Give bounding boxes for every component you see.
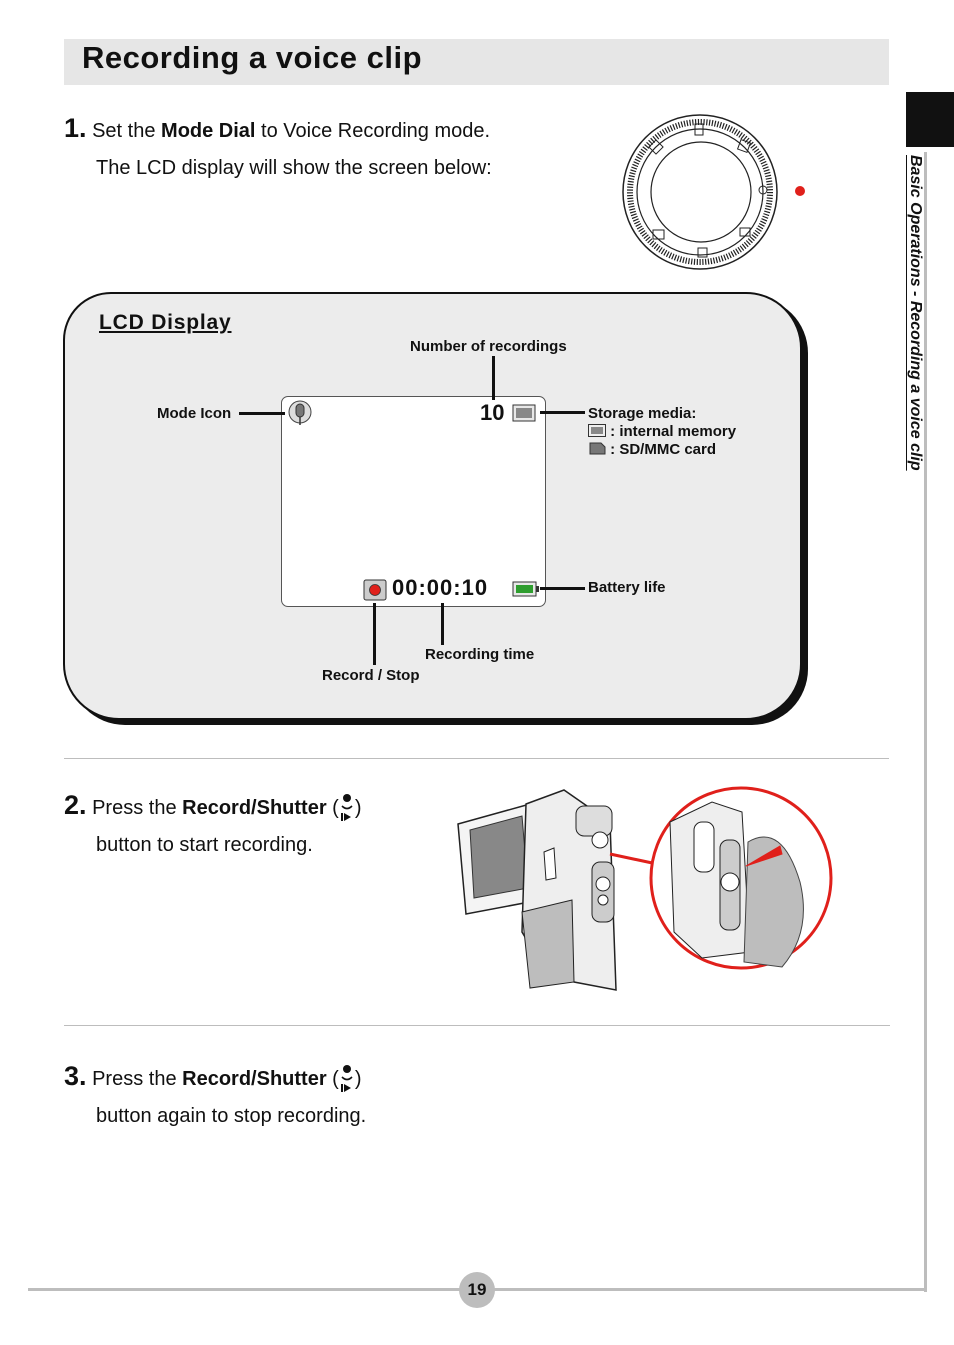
dial-indicator-dot — [795, 186, 805, 196]
step-3-pre: Press the — [92, 1068, 183, 1090]
step-3-number: 3. — [64, 1061, 87, 1091]
battery-icon — [512, 581, 539, 597]
step-2-bold: Record/Shutter — [182, 797, 327, 819]
internal-memory-small-icon — [588, 424, 606, 437]
callout-line-battery — [540, 587, 585, 590]
step-2: 2. Press the Record/Shutter () button to… — [64, 787, 362, 864]
internal-memory-icon — [512, 404, 536, 422]
section-label: Basic Operations - Recording a voice cli… — [907, 155, 924, 471]
record-shutter-icon — [340, 794, 353, 821]
recording-count: 10 — [480, 400, 505, 425]
step-3-line2: button again to stop recording. — [64, 1098, 366, 1135]
callout-line-mode — [239, 412, 285, 415]
label-internal-memory-row: : internal memory — [588, 423, 736, 440]
step-2-number: 2. — [64, 790, 87, 820]
section-tab — [906, 92, 954, 147]
callout-line-recordings — [492, 356, 495, 400]
step-3: 3. Press the Record/Shutter () button ag… — [64, 1058, 366, 1135]
step-1-pre: Set the — [92, 120, 162, 142]
label-record-stop: Record / Stop — [322, 667, 420, 684]
recording-time-value: 00:00:10 — [392, 575, 489, 600]
step-1-bold: Mode Dial — [161, 120, 256, 142]
divider-1 — [64, 758, 889, 759]
callout-line-record — [373, 603, 376, 665]
step-2-pre: Press the — [92, 797, 183, 819]
callout-line-storage — [540, 411, 585, 414]
step-1: 1. Set the Mode Dial to Voice Recording … — [64, 110, 492, 187]
lcd-screen — [281, 396, 546, 607]
label-number-of-recordings: Number of recordings — [410, 338, 567, 355]
microphone-icon — [288, 400, 312, 425]
label-sd-card-row: : SD/MMC card — [588, 441, 716, 458]
step-3-post: button again to stop recording. — [96, 1105, 367, 1127]
step-3-bold: Record/Shutter — [182, 1068, 327, 1090]
record-shutter-icon — [340, 1065, 353, 1092]
label-mode-icon: Mode Icon — [157, 405, 232, 422]
label-storage-media: Storage media: — [588, 405, 697, 422]
page-title: Recording a voice clip — [82, 40, 423, 75]
record-icon — [363, 579, 387, 601]
label-sd-mmc: : SD/MMC card — [610, 441, 717, 458]
label-recording-time: Recording time — [425, 646, 535, 663]
step-2-post: button to start recording. — [96, 834, 313, 856]
label-internal-memory: : internal memory — [610, 423, 737, 440]
page-number: 19 — [459, 1272, 495, 1308]
step-2-line2: button to start recording. — [64, 827, 362, 864]
sd-card-small-icon — [589, 442, 606, 455]
step-1-post: to Voice Recording mode. — [255, 120, 491, 142]
mode-dial-illustration — [622, 114, 805, 270]
camcorder-illustration — [457, 786, 833, 991]
callout-line-time — [441, 603, 444, 645]
label-battery-life: Battery life — [588, 579, 666, 596]
right-rule — [924, 152, 927, 1292]
title-bar — [64, 39, 889, 85]
divider-2 — [64, 1025, 890, 1026]
step-1-number: 1. — [64, 113, 87, 143]
step-1-line2: The LCD display will show the screen bel… — [96, 157, 492, 179]
lcd-display-heading: LCD Display — [99, 311, 232, 334]
